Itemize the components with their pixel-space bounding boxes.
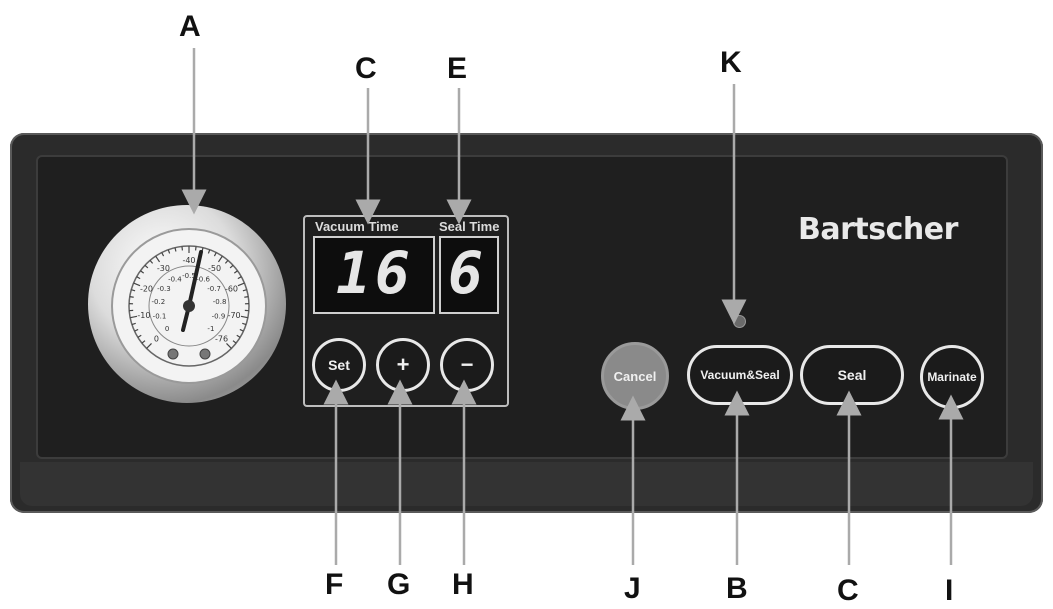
gauge-tick [233,270,238,274]
gauge-tick [129,296,134,298]
gauge-outer-scale-label: -70 [228,311,241,320]
gauge-tick [133,282,141,287]
gauge-tick [144,264,149,269]
gauge-tick [244,296,249,298]
gauge-tick [131,322,136,326]
gauge-outer-scale-label: -20 [140,284,153,293]
gauge-inner-scale-label: -0.5 [182,272,196,280]
gauge-inner-scale-label: -0.1 [153,313,167,321]
callout-e: E [447,52,468,85]
gauge-tick [213,252,217,257]
callout-k: K [720,46,742,79]
gauge-tick [217,255,223,263]
gauge-tick [237,282,245,287]
gauge-tick [149,259,154,264]
gauge-tick [136,276,141,280]
gauge-tick [236,334,241,338]
gauge-tick [155,255,161,263]
gauge-outer-scale-label: -60 [225,284,238,293]
gauge-tick [224,259,229,264]
gauge-tick [242,289,247,292]
gauge-tick [140,270,145,274]
bartscher-logo: Bartscher [798,212,958,247]
plus-button[interactable]: + [376,338,430,392]
gauge-tick [239,328,244,332]
gauge-inner-scale-label: 0 [165,325,169,333]
callout-c-bottom: C [837,574,859,607]
gauge-tick [226,343,232,349]
gauge-inner-scale-label: -0.7 [207,285,221,293]
vacuum-time-value: 16 [336,239,414,307]
gauge-tick [207,249,211,254]
gauge-screw-left [167,348,179,360]
seal-time-value: 6 [448,239,487,307]
gauge-tick [137,334,142,338]
gauge-tick [134,328,139,332]
gauge-tick [232,340,237,344]
gauge-tick [174,247,177,252]
control-panel-lip [20,462,1033,506]
vacuum-time-screen [313,236,435,314]
gauge-inner-scale-label: -0.9 [212,313,226,321]
callout-b: B [726,572,748,605]
callout-j: J [624,572,641,605]
gauge-outer-scale-label: -10 [137,311,150,320]
gauge-outer-scale-label: -40 [182,256,195,265]
callout-a: A [179,10,201,43]
timer-display-frame [303,215,509,407]
gauge-inner-scale-label: -0.6 [196,275,210,283]
gauge-tick [229,264,234,269]
gauge-tick [141,340,146,344]
gauge-tick [131,289,136,292]
gauge-outer-scale-label: -50 [208,264,221,273]
gauge-inner-scale-label: -0.3 [157,285,171,293]
gauge-screw-right [199,348,211,360]
vacuum-gauge-face: 0 -10 -20 -30 -40 -50 -60 -70 -76 0 -0.1 -0.2 -0.3 -… [111,228,267,384]
callout-g: G [387,568,411,601]
gauge-tick [237,276,242,280]
gauge-tick [240,315,248,319]
gauge-dial-svg: 0 -10 -20 -30 -40 -50 -60 -70 -76 0 -0.1 -0.2 -0.3 -… [128,245,250,367]
gauge-tick [167,249,171,254]
vacuum-seal-button[interactable]: Vacuum&Seal [687,345,793,405]
callout-f: F [325,568,344,601]
gauge-inner-scale-label: -0.4 [168,275,182,283]
gauge-tick [146,343,152,349]
callout-i: I [945,574,954,607]
gauge-inner-scale-label: -0.2 [152,298,166,306]
gauge-tick [161,252,165,257]
gauge-outer-scale-label: 0 [154,335,159,344]
seal-time-screen [439,236,499,314]
gauge-tick [242,322,247,326]
callout-c-top: C [355,52,377,85]
gauge-tick [130,315,138,319]
gauge-inner-scale-label: -1 [207,325,214,333]
gauge-needle [187,250,203,308]
gauge-outer-scale-label: -76 [215,335,228,344]
gauge-inner-scale-label: -0.8 [213,298,227,306]
gauge-outer-scale-label: -30 [157,264,170,273]
callout-h: H [452,568,474,601]
